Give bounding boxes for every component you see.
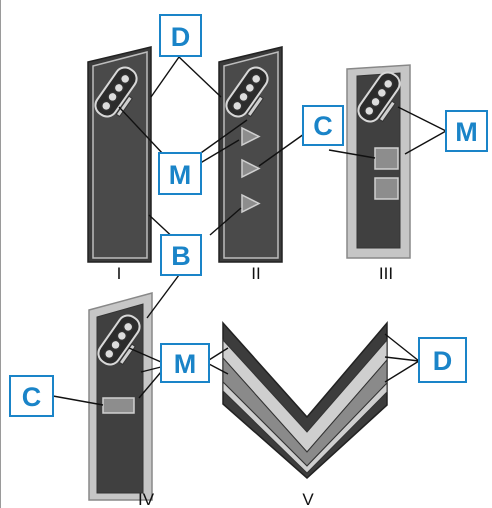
callout-label: M <box>174 349 197 379</box>
callout-label: M <box>169 160 192 190</box>
bar-icon <box>102 397 135 414</box>
callout-label: B <box>171 241 191 271</box>
triangle-icon <box>241 126 261 147</box>
panel-i <box>87 46 152 263</box>
panel-label-i: I <box>117 264 122 283</box>
callout-m-right: M <box>445 110 488 152</box>
callout-c-top: C <box>302 105 344 146</box>
callout-m-top: M <box>158 152 202 195</box>
panel-label-ii: II <box>251 264 260 283</box>
callout-m-bottom: M <box>160 343 210 383</box>
callout-d-right: D <box>418 337 467 383</box>
triangle-icon <box>241 158 261 179</box>
square-icon <box>374 147 399 170</box>
callout-label: D <box>433 346 453 376</box>
callout-label: D <box>171 22 191 52</box>
panel-label-iv: IV <box>138 490 155 508</box>
callout-b-mid: B <box>160 234 202 276</box>
panel-v-chevron <box>222 320 388 480</box>
callout-label: M <box>455 117 478 147</box>
square-icon <box>374 177 399 200</box>
triangle-icon <box>241 193 261 214</box>
panel-iii <box>346 64 411 259</box>
callout-d-top: D <box>159 14 202 57</box>
leader-lines <box>52 56 447 406</box>
panel-ii <box>218 46 283 263</box>
panel-iv <box>88 292 153 501</box>
callout-label: C <box>22 382 42 412</box>
panel-label-iii: III <box>379 264 393 283</box>
callout-c-left: C <box>9 375 54 417</box>
callout-label: C <box>313 111 333 141</box>
panel-label-v: V <box>302 490 314 508</box>
